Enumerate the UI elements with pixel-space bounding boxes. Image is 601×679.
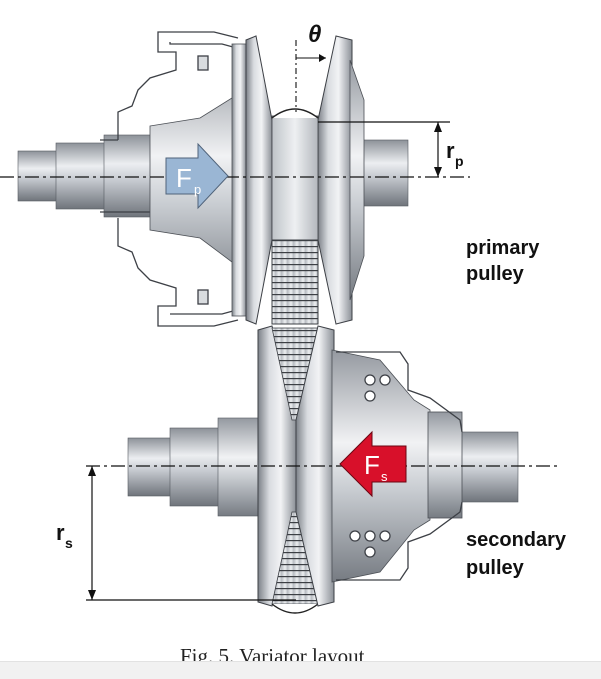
primary-fixed-sheave (317, 35, 365, 325)
secondary-shaft (127, 417, 519, 517)
belt-link (271, 239, 319, 325)
primary-pulley: F p (0, 31, 470, 327)
secondary-pulley-label-line2: pulley (466, 557, 525, 579)
primary-belt-wrap (271, 115, 319, 243)
theta-label: θ (308, 21, 321, 48)
primary-cylinder-housing (100, 31, 245, 327)
rs-main-label: r (56, 520, 65, 545)
fp-main-label: F (176, 163, 192, 193)
secondary-cylinder-housing (336, 351, 463, 581)
secondary-force-arrow: F s (339, 430, 407, 498)
secondary-belt-bottom (271, 603, 319, 614)
rp-dimension (318, 121, 450, 177)
viewer-bottom-bar (0, 661, 601, 679)
secondary-pulley: F s (86, 325, 560, 614)
primary-pulley-label-line2: pulley (466, 263, 525, 285)
rs-sub-label: s (65, 535, 73, 551)
fs-main-label: F (364, 450, 380, 480)
primary-pulley-label-line1: primary (466, 237, 540, 259)
primary-belt-top (271, 108, 319, 119)
rs-dimension (86, 466, 296, 601)
primary-force-arrow: F p (165, 142, 229, 210)
primary-shaft (17, 134, 409, 218)
secondary-pulley-label-line1: secondary (466, 529, 567, 551)
rp-main-label: r (446, 138, 455, 163)
rp-sub-label: p (455, 153, 464, 169)
theta-annotation: θ (295, 21, 326, 112)
fp-sub-label: p (194, 182, 201, 197)
fs-sub-label: s (381, 469, 388, 484)
